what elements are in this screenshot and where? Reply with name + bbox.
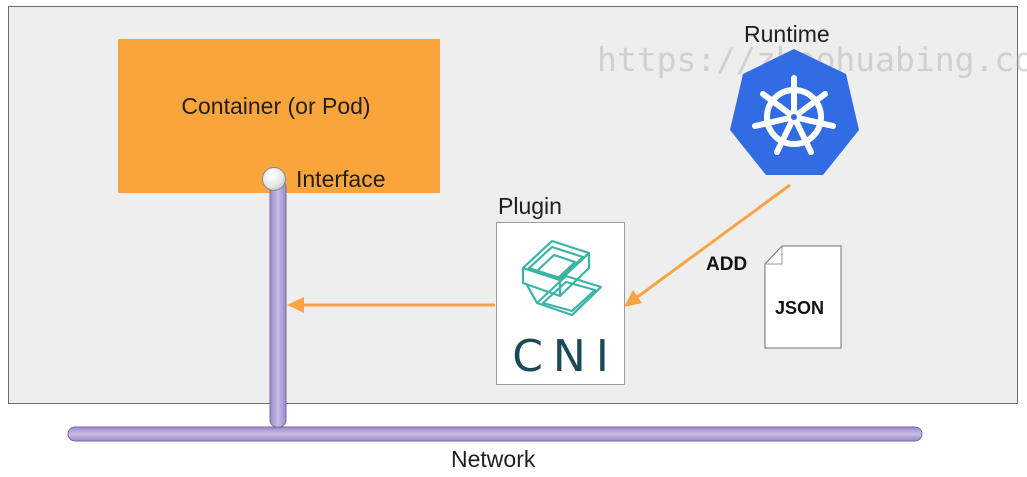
container-label: Container (or Pod) (181, 93, 371, 119)
runtime-to-plugin-arrow (624, 183, 791, 307)
cni-logo-icon (521, 239, 603, 317)
json-config-label: JSON (775, 298, 825, 318)
document-icon (764, 245, 842, 349)
interface-label: Interface (296, 166, 386, 192)
cni-logo-text: CNI (512, 331, 619, 382)
kubernetes-helm-icon (730, 49, 859, 175)
interface-pipe (269, 179, 287, 428)
plugin-label: Plugin (498, 193, 562, 219)
network-pipe (67, 426, 923, 442)
plugin-to-interface-arrow (287, 297, 495, 313)
network-label: Network (451, 446, 536, 472)
cni-plugin-card: CNI (496, 222, 625, 385)
add-call-label: ADD (706, 254, 748, 275)
runtime-label: Runtime (744, 21, 830, 47)
interface-endpoint (262, 167, 286, 191)
